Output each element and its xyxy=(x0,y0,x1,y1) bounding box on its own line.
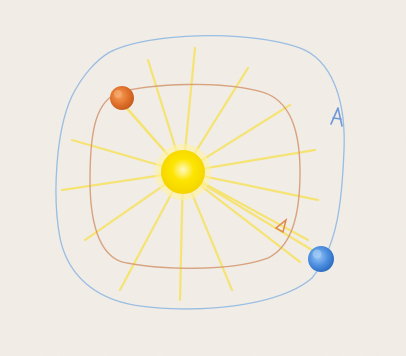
sun-icon xyxy=(155,144,211,200)
blue-planet-icon xyxy=(308,246,334,272)
orange-planet-icon xyxy=(110,86,134,110)
